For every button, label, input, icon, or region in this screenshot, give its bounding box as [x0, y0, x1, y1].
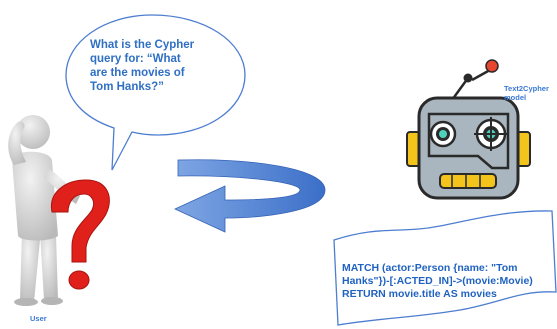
question-mark-icon — [50, 179, 110, 290]
robot-icon — [406, 59, 531, 200]
speech-line-4: Tom Hanks?” — [90, 81, 164, 93]
user-label: User — [30, 314, 47, 323]
cypher-line-1: MATCH (actor:Person {name: "Tom — [342, 262, 518, 274]
model-label: Text2Cypher model — [504, 84, 549, 102]
model-label-line-2: model — [504, 93, 527, 102]
model-label-line-1: Text2Cypher — [504, 84, 549, 93]
speech-line-1: What is the Cypher — [90, 39, 195, 51]
curved-arrow-icon — [174, 159, 326, 233]
cypher-line-2: Hanks"})-[:ACTED_IN]->(movie:Movie) — [342, 275, 533, 287]
speech-line-3: are the movies of — [90, 67, 185, 79]
user-figure-icon — [8, 115, 80, 306]
speech-bubble — [65, 14, 246, 171]
speech-bubble-text: What is the Cypher query for: “What are … — [90, 38, 240, 94]
speech-line-2: query for: “What — [90, 53, 181, 65]
cypher-document — [333, 210, 557, 326]
cypher-query-text: MATCH (actor:Person {name: "Tom Hanks"})… — [342, 262, 557, 301]
cypher-line-3: RETURN movie.title AS movies — [342, 288, 497, 300]
